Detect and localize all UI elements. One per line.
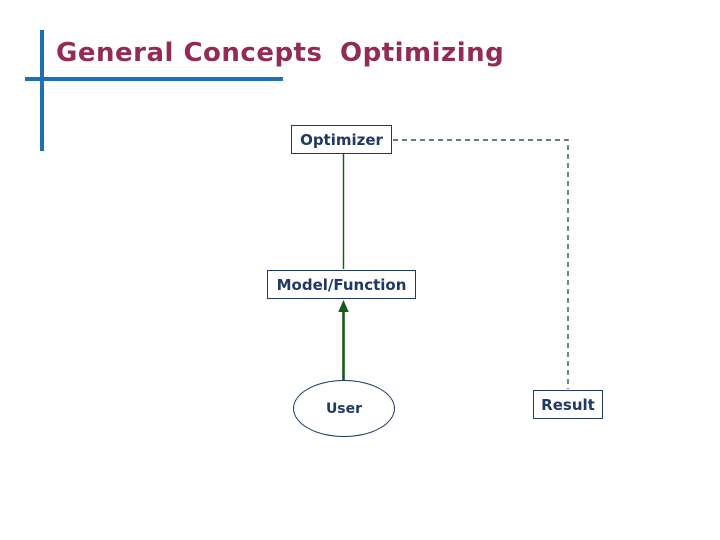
user-ellipse: User bbox=[293, 380, 395, 437]
result-box-label: Result bbox=[541, 395, 595, 414]
model-function-box-label: Model/Function bbox=[276, 275, 407, 294]
title-accent-vertical-line bbox=[40, 30, 44, 151]
result-box: Result bbox=[533, 390, 603, 419]
slide-title: General Concepts bbox=[56, 38, 323, 68]
model-function-box: Model/Function bbox=[267, 270, 416, 299]
title-accent-horizontal-line bbox=[25, 77, 283, 81]
optimizer-to-result-dashed-connector bbox=[393, 139, 569, 389]
user-to-model-arrow-head bbox=[338, 300, 349, 312]
slide-subtitle: Optimizing bbox=[340, 38, 505, 68]
user-ellipse-label: User bbox=[325, 400, 363, 417]
optimizer-box: Optimizer bbox=[291, 125, 392, 154]
optimizer-box-label: Optimizer bbox=[300, 130, 383, 149]
